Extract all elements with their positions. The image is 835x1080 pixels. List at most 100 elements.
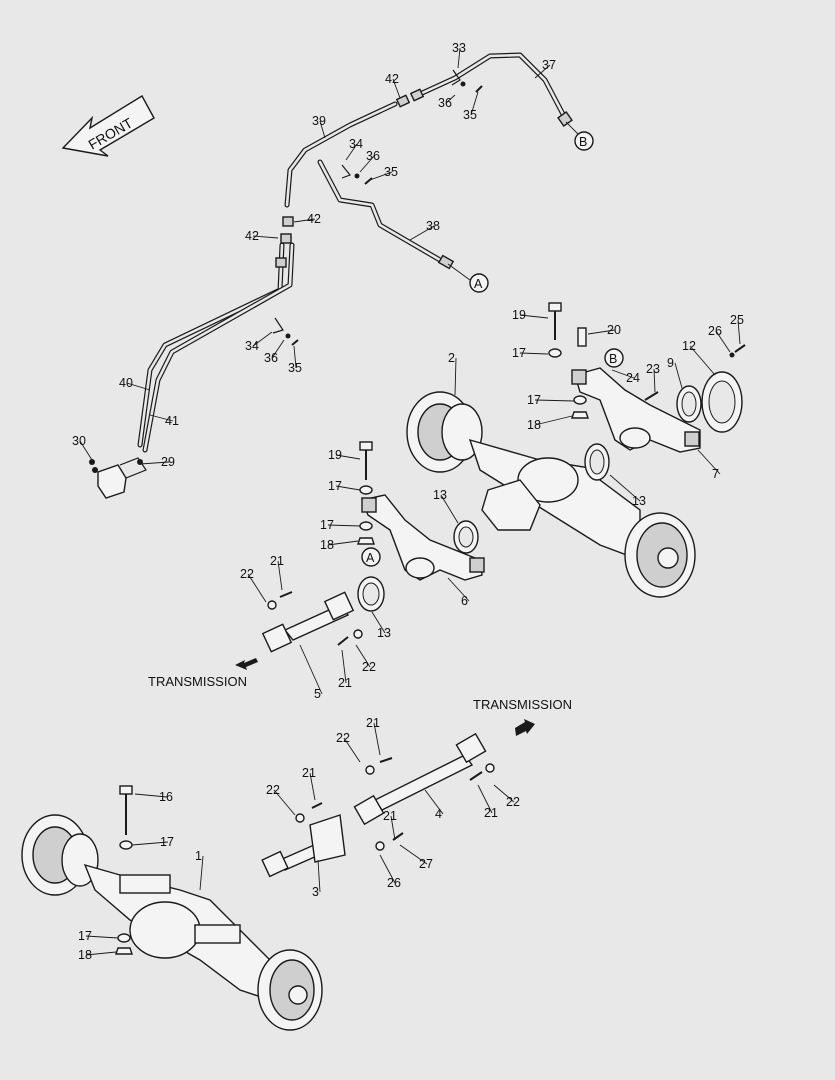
callout-leader (134, 793, 168, 798)
callout-leader (327, 540, 359, 546)
callout-c12: 12 (682, 339, 696, 353)
callout-leader (85, 951, 117, 956)
callout-c26a: 26 (708, 324, 722, 338)
callout-leader (252, 331, 273, 347)
callout-leader (611, 369, 635, 379)
callout-c17e: 17 (160, 835, 174, 849)
callout-leader (392, 78, 401, 99)
callout-c25: 25 (730, 313, 744, 327)
callout-leader (371, 611, 386, 634)
callout-leader (653, 368, 656, 393)
callout-leader (345, 143, 358, 161)
callout-leader (534, 399, 575, 402)
callout-c6: 6 (461, 594, 468, 608)
callout-c40: 40 (119, 376, 133, 390)
callout-c18a: 18 (527, 418, 541, 432)
callout-leader (445, 94, 456, 104)
callout-leader (85, 935, 119, 939)
callout-c19a: 19 (512, 308, 526, 322)
callout-leader (139, 461, 170, 465)
callout-c21a: 21 (270, 554, 284, 568)
callout-leader (355, 644, 371, 668)
callout-c2: 2 (448, 351, 455, 365)
connector-b-label: B (579, 135, 587, 149)
connector-a-label: A (474, 277, 483, 291)
callout-leader (470, 91, 479, 116)
callout-c13a: 13 (632, 494, 646, 508)
callout-leader (293, 345, 297, 369)
callout-c16: 16 (159, 790, 173, 804)
callout-labels: 3337423635393436354242383436354041302919… (72, 41, 744, 962)
callout-c17d: 17 (320, 518, 334, 532)
callout-c36a: 36 (438, 96, 452, 110)
callout-leader (317, 859, 321, 893)
callout-c7: 7 (712, 467, 719, 481)
callout-c36b: 36 (366, 149, 380, 163)
callout-leader (126, 382, 151, 391)
callout-c22e: 22 (266, 783, 280, 797)
callout-c41: 41 (165, 414, 179, 428)
callout-leader (493, 784, 515, 803)
callout-c23: 23 (646, 362, 660, 376)
callout-c19b: 19 (328, 448, 342, 462)
callout-c30: 30 (72, 434, 86, 448)
rear-axle (406, 391, 696, 598)
callout-leader (409, 225, 435, 241)
callout-leader (587, 329, 616, 335)
callout-c21f: 21 (383, 809, 397, 823)
callout-c24: 24 (626, 371, 640, 385)
callout-c29: 29 (161, 455, 175, 469)
callout-leader (309, 772, 316, 801)
callout-leader (199, 855, 204, 891)
callout-c20: 20 (607, 323, 621, 337)
callout-c18c: 18 (78, 948, 92, 962)
callout-leader (369, 171, 393, 181)
callout-leader (359, 155, 375, 173)
callout-c22d: 22 (506, 795, 520, 809)
callout-c39: 39 (312, 114, 326, 128)
callout-leader (299, 644, 323, 695)
callout-c22a: 22 (240, 567, 254, 581)
callout-leader (277, 560, 283, 591)
connector-b-bracket: B (604, 348, 624, 368)
transmission-label: TRANSMISSION (148, 674, 247, 689)
callout-leader (335, 454, 361, 460)
callout-c35c: 35 (288, 361, 302, 375)
rear-bracket (548, 302, 746, 453)
callout-leader (534, 64, 551, 79)
callout-c26b: 26 (387, 876, 401, 890)
callout-leader (457, 47, 461, 69)
callout-leader (609, 474, 641, 502)
callout-c33: 33 (452, 41, 466, 55)
callout-c21c: 21 (366, 716, 380, 730)
callout-leader (399, 844, 428, 865)
callout-c18b: 18 (320, 538, 334, 552)
callout-c42b: 42 (307, 212, 321, 226)
callout-leader (273, 789, 296, 816)
callout-leader (424, 789, 444, 815)
callout-c35b: 35 (384, 165, 398, 179)
callout-leader (519, 352, 549, 355)
callout-c3: 3 (312, 885, 319, 899)
callout-c21b: 21 (338, 676, 352, 690)
callout-leader (440, 494, 459, 524)
callout-leader (271, 339, 285, 359)
callout-leader (319, 120, 326, 139)
callout-leader (534, 415, 573, 426)
center-shaft-3 (261, 802, 404, 878)
callout-leader (447, 577, 470, 602)
callout-c21d: 21 (302, 766, 316, 780)
callout-leader (149, 414, 174, 422)
front-arrow: FRONT (61, 95, 155, 157)
callout-leader (373, 722, 381, 756)
callout-leader (341, 649, 347, 684)
transmission-label: TRANSMISSION (473, 697, 572, 712)
callout-c36c: 36 (264, 351, 278, 365)
callout-leader (674, 362, 683, 389)
callout-leader (247, 573, 267, 603)
svg-text:A: A (366, 551, 375, 565)
connector-b-top: B (565, 121, 594, 151)
callout-c13b: 13 (433, 488, 447, 502)
svg-text:B: B (609, 352, 617, 366)
